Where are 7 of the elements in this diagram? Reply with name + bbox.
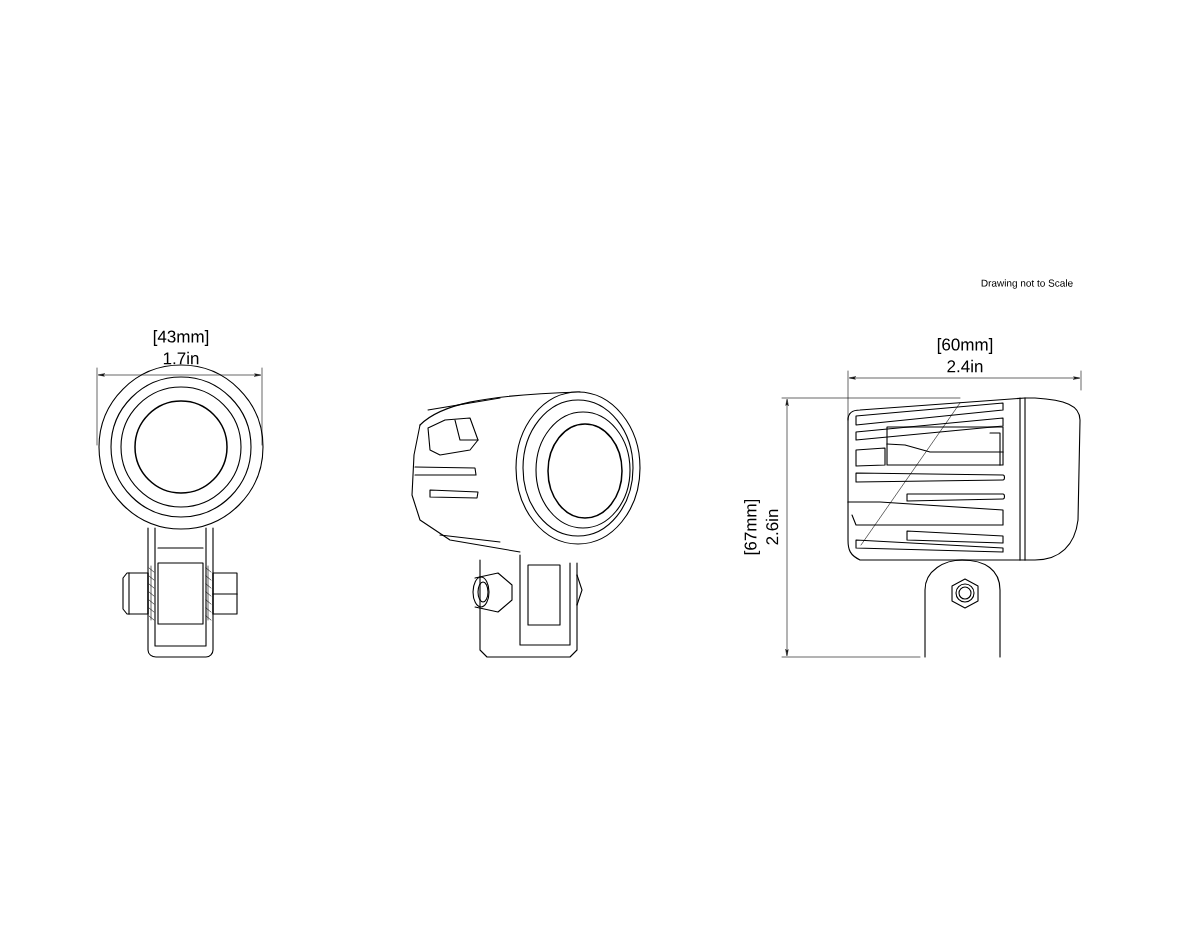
- note-text: Drawing not to Scale: [981, 279, 1073, 289]
- dimension-label: 2.6in: [765, 509, 779, 545]
- dimension-label: 1.7in: [163, 351, 199, 365]
- dimension-label: [43mm]: [153, 330, 209, 346]
- dimension-label: [67mm]: [744, 499, 760, 555]
- dimension-label: 2.4in: [947, 359, 983, 373]
- dimension-label: [60mm]: [937, 338, 993, 354]
